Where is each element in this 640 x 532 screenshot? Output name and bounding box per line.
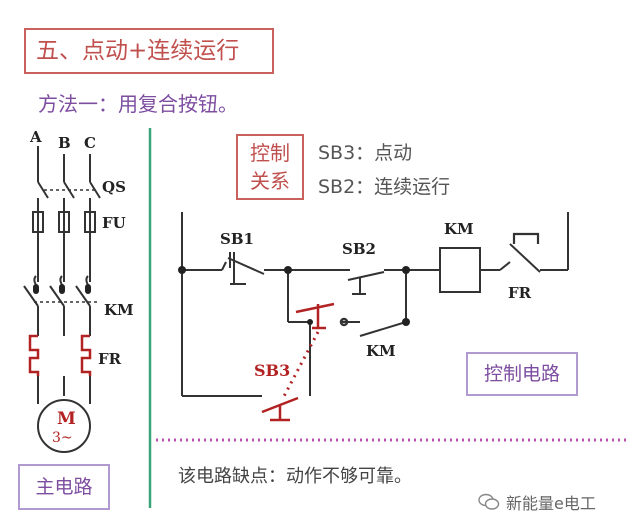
motor: [37, 399, 91, 453]
control-circuit-label: 控制电路: [466, 352, 578, 396]
km-coil-label: KM: [444, 220, 474, 238]
drawback-text: 该电路缺点：动作不够可靠。: [178, 466, 412, 487]
sb3-linkage: [280, 331, 320, 401]
watermark-text: 新能量e电工: [506, 494, 596, 513]
sb3-description: SB3：点动: [318, 142, 413, 164]
sb1-label: SB1: [220, 230, 254, 248]
sb2-label: SB2: [342, 240, 376, 258]
qs-label: QS: [102, 178, 126, 196]
watermark: 新能量e电工: [478, 490, 596, 514]
sb3-label: SB3: [254, 361, 290, 380]
main-circuit: [23, 146, 101, 404]
km-contact-marks: [33, 284, 91, 294]
control-relation-line2: 关系: [250, 169, 290, 193]
phase-a-label: A: [29, 128, 42, 146]
main-circuit-label: 主电路: [18, 464, 110, 510]
page-title: 五、点动+连续运行: [24, 28, 274, 74]
sb3-contacts: [261, 302, 349, 422]
control-circuit: [181, 212, 569, 397]
method-text: 方法一：用复合按钮。: [38, 92, 238, 116]
phase-c-label: C: [84, 134, 96, 152]
control-relation-line1: 控制: [250, 141, 290, 165]
km-contact-label: KM: [366, 342, 396, 360]
km-main-label: KM: [104, 301, 134, 319]
wechat-icon: [478, 493, 500, 510]
fr-main-label: FR: [98, 350, 122, 368]
fr-control-label: FR: [508, 284, 532, 302]
motor-m-label: M: [57, 409, 76, 429]
motor-phase-label: 3~: [52, 430, 73, 446]
control-relation-label: 控制 关系: [236, 134, 304, 200]
phase-b-label: B: [58, 134, 71, 152]
junction-dots: [178, 266, 410, 326]
sb2-description: SB2：连续运行: [318, 176, 451, 198]
fu-label: FU: [102, 214, 126, 232]
fr-thermal-elements: [28, 334, 92, 376]
